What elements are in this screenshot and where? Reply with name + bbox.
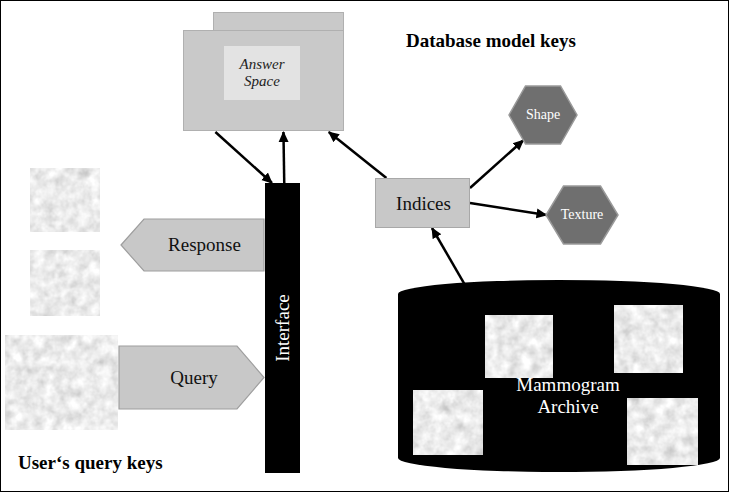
node-text: Response: [168, 234, 241, 256]
arrow-connector: [282, 132, 285, 183]
mammogram-image: [5, 335, 118, 430]
node-text: Query: [170, 367, 217, 389]
response-arrow: Response: [120, 218, 265, 272]
mammogram-image: [30, 168, 100, 232]
section-label: Database model keys: [406, 30, 576, 52]
interface-bar: Interface: [265, 183, 300, 473]
arrow-connector: [470, 140, 523, 188]
answer-space-box: Answer Space: [183, 12, 345, 132]
node-text: Texture: [561, 207, 604, 223]
node-text: Shape: [526, 107, 560, 123]
texture-hexagon: Texture: [545, 185, 619, 245]
arrow-connector: [215, 132, 272, 183]
mammogram-image: [30, 250, 100, 316]
node-text: Answer Space: [224, 56, 300, 90]
shape-hexagon: Shape: [508, 85, 578, 145]
node-text: Indices: [396, 193, 451, 215]
arrow-connector: [329, 132, 387, 178]
node-text: Interface: [272, 294, 294, 362]
indices-box: Indices: [375, 178, 470, 228]
arrow-connector: [470, 203, 546, 215]
query-arrow: Query: [118, 345, 265, 410]
node-text: Mammogram Archive: [493, 374, 643, 418]
section-label: User‘s query keys: [18, 452, 163, 474]
archive-cylinder: Mammogram Archive: [398, 280, 720, 472]
arrow-connector: [432, 228, 469, 292]
